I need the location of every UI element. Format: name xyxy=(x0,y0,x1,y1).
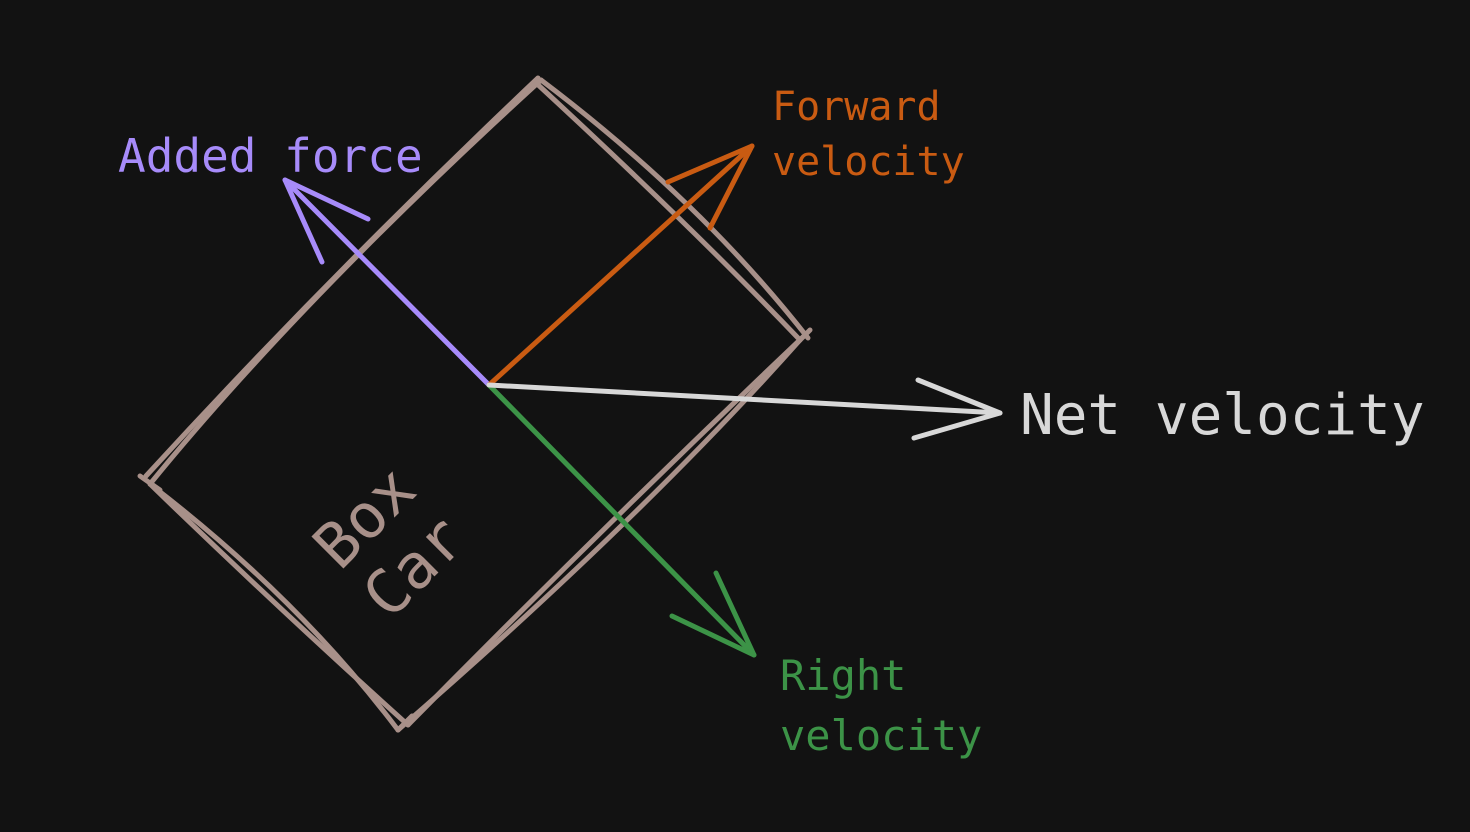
forward-velocity-label-line-2: velocity xyxy=(772,139,965,185)
forward-velocity-label: Forward velocity xyxy=(772,84,965,185)
right-velocity-label-line-2: velocity xyxy=(780,711,982,760)
box-car-edge-bottom-left-sketch xyxy=(152,485,401,733)
box-car-label: Box Car xyxy=(299,452,479,632)
right-velocity-label: Right velocity xyxy=(780,651,982,760)
box-car-outline xyxy=(137,75,813,733)
forward-velocity-arrow xyxy=(486,143,755,388)
net-velocity-arrow xyxy=(486,377,1003,441)
box-car-edge-top-right-sketch xyxy=(532,79,803,343)
net-velocity-label: Net velocity xyxy=(1020,383,1425,448)
right-velocity-arrow xyxy=(486,382,757,658)
added-force-arrow xyxy=(282,177,492,388)
forward-velocity-label-line-1: Forward xyxy=(772,84,941,130)
right-velocity-label-line-1: Right xyxy=(780,651,906,700)
box-car-edge-bottom-right-sketch xyxy=(395,337,803,733)
box-car-edge-bottom-left xyxy=(147,481,411,728)
box-car-edge-top-left-sketch xyxy=(143,75,541,479)
added-force-label: Added force xyxy=(118,129,423,183)
